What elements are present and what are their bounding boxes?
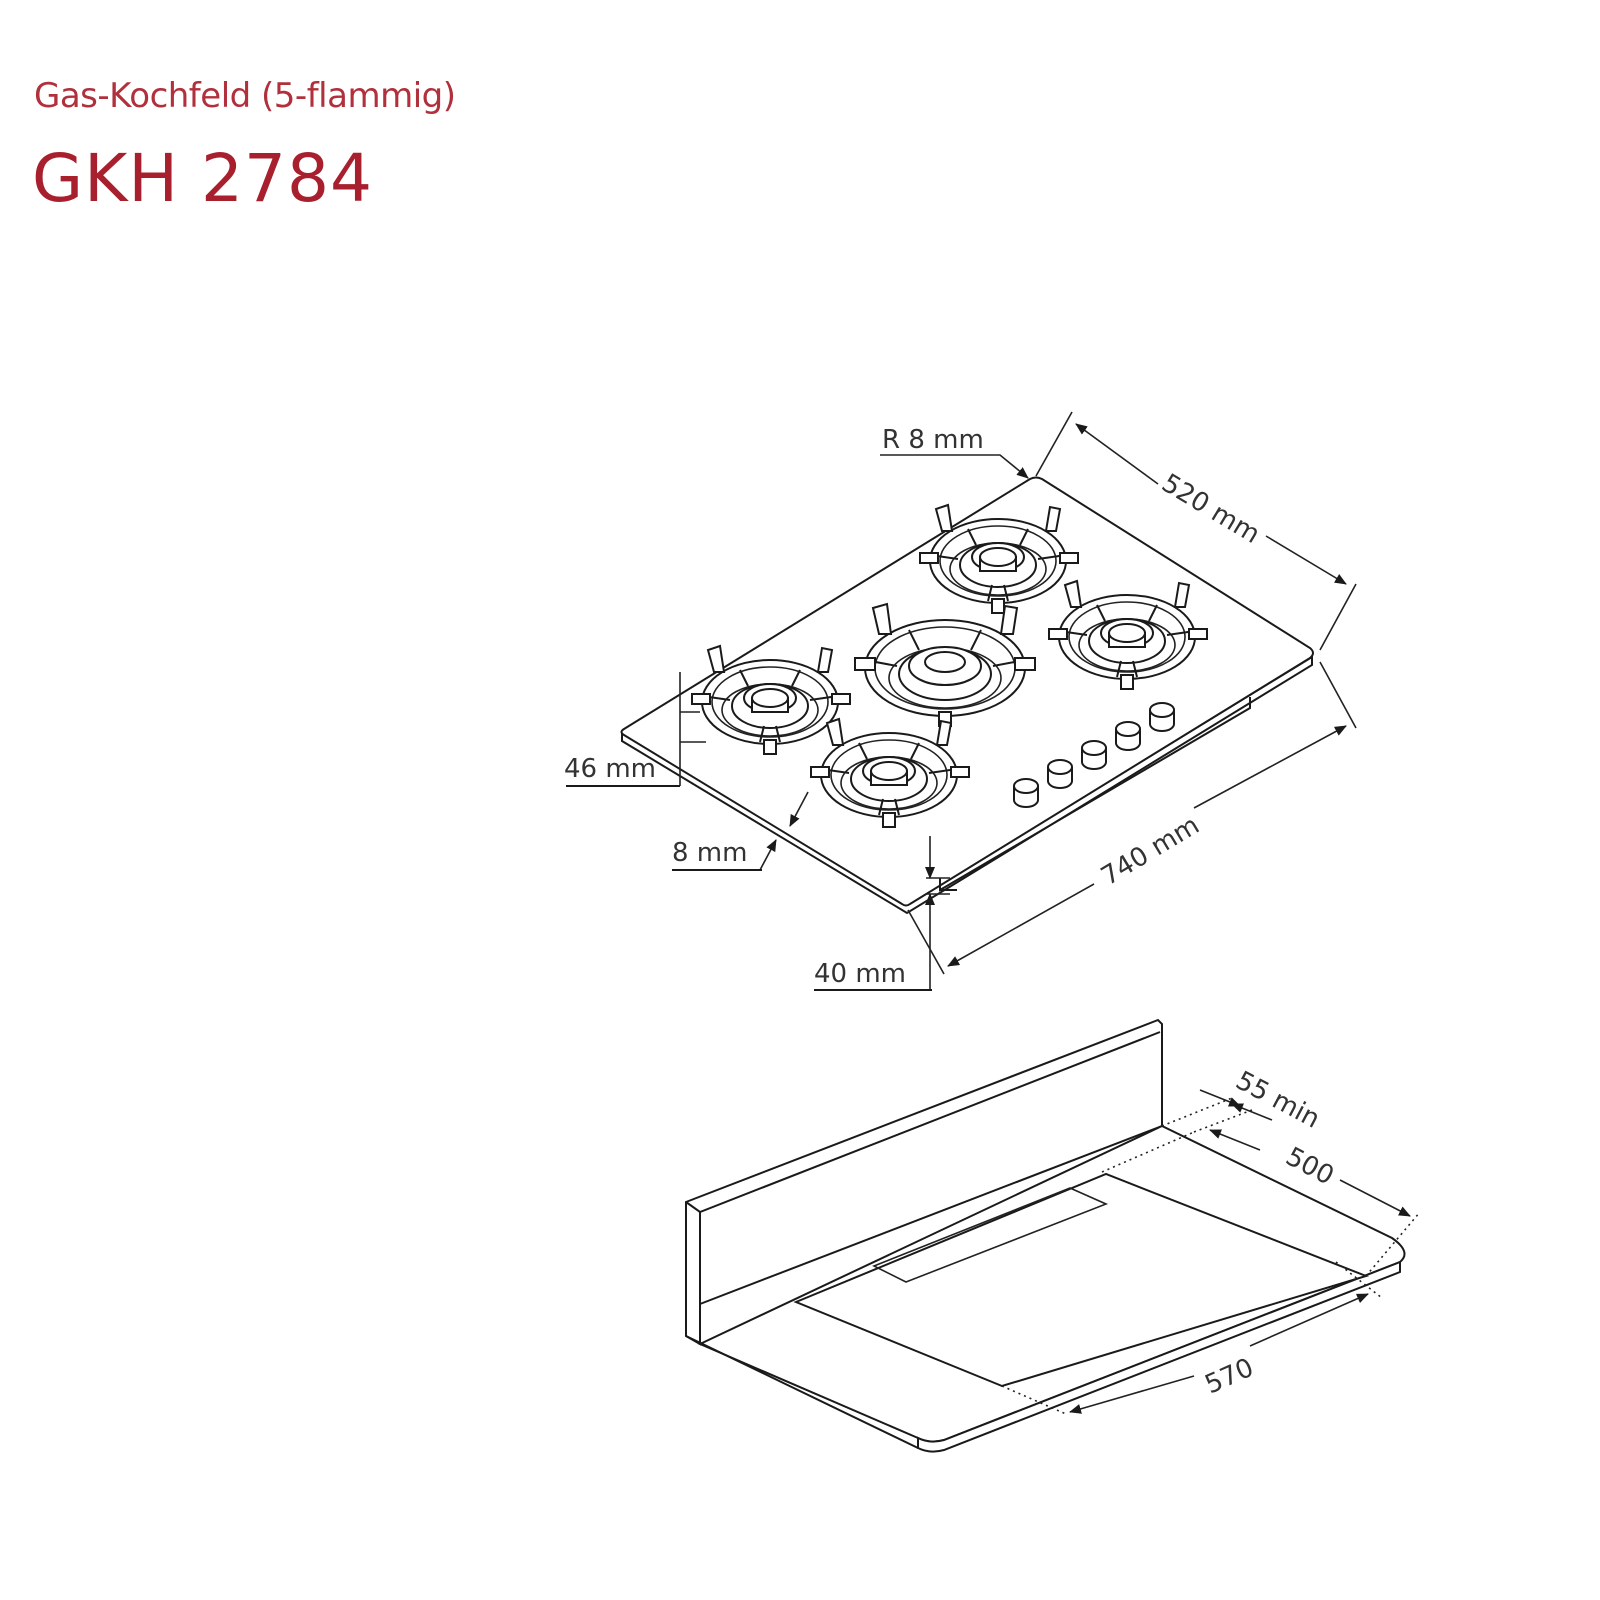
product-model: GKH 2784 bbox=[32, 140, 373, 217]
product-category: Gas-Kochfeld (5-flammig) bbox=[34, 76, 456, 116]
dimension-wall-clearance: 55 min bbox=[1199, 1066, 1325, 1135]
dimension-glass-thickness: 8 mm bbox=[672, 791, 809, 871]
label-cutout-depth: 500 bbox=[1281, 1142, 1339, 1192]
control-knob-1 bbox=[1013, 778, 1039, 808]
label-cutout-width: 570 bbox=[1201, 1353, 1259, 1401]
dimension-built-in-height: 40 mm bbox=[814, 836, 950, 991]
label-built-in-height: 40 mm bbox=[814, 959, 906, 989]
label-radius: R 8 mm bbox=[882, 425, 984, 455]
cutout-drawing: 55 min 500 570 bbox=[685, 1018, 1421, 1453]
control-knob-5 bbox=[1149, 702, 1175, 732]
label-wall-clearance: 55 min bbox=[1231, 1066, 1325, 1135]
label-width: 740 mm bbox=[1096, 810, 1204, 892]
control-knob-4 bbox=[1115, 721, 1141, 751]
dimension-burner-height: 46 mm bbox=[564, 672, 706, 787]
label-burner-height: 46 mm bbox=[564, 754, 656, 784]
control-knob-2 bbox=[1047, 759, 1073, 789]
dimension-radius: R 8 mm bbox=[880, 425, 1029, 479]
label-glass-thickness: 8 mm bbox=[672, 838, 747, 868]
hob-drawing: 520 mm R 8 mm 740 mm 46 mm 8 mm bbox=[564, 411, 1357, 991]
control-knob-3 bbox=[1081, 740, 1107, 770]
label-depth: 520 mm bbox=[1156, 468, 1264, 550]
